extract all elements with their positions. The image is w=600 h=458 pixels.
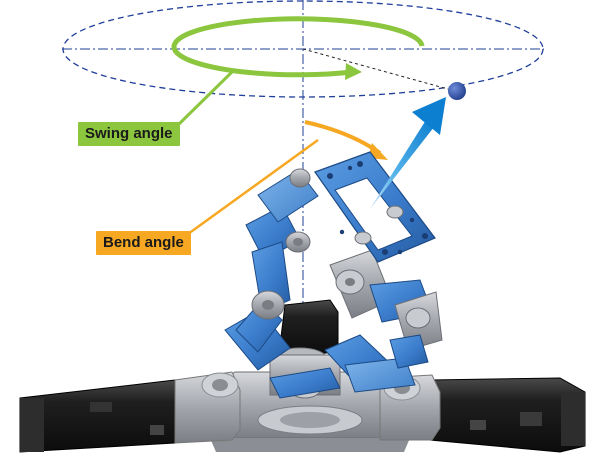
right-motor <box>379 374 586 453</box>
swing-arrowhead <box>345 63 362 80</box>
bend-arc <box>304 120 382 155</box>
bend-angle-label: Bend angle <box>96 231 191 255</box>
swing-angle-label: Swing angle <box>78 122 180 146</box>
swing-leader-line <box>176 70 234 127</box>
right-arm-chain <box>329 249 443 369</box>
target-point-icon <box>448 82 466 100</box>
swing-ring <box>171 16 425 78</box>
projection-line <box>302 48 456 92</box>
left-motor <box>19 371 241 453</box>
left-arm-chain <box>235 168 319 353</box>
bend-leader-line <box>187 138 319 236</box>
base-plate <box>194 371 426 452</box>
end-effector-platform <box>314 151 436 263</box>
motion-arrow-icon <box>360 97 446 222</box>
swing-angle-indicator <box>171 16 425 127</box>
